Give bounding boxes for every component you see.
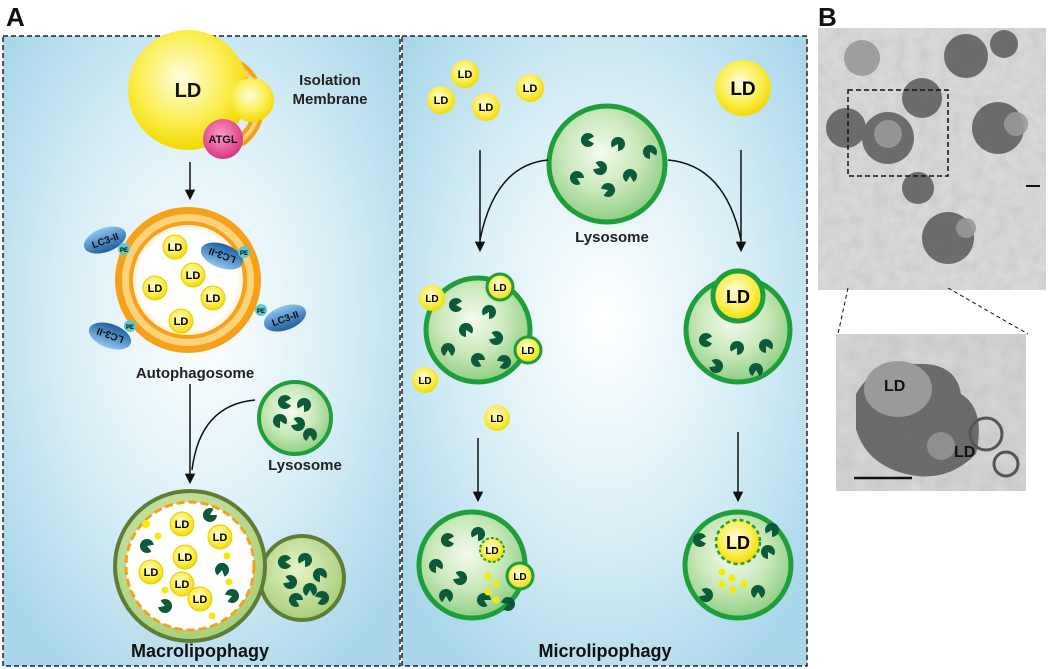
- svg-text:PE: PE: [257, 309, 265, 315]
- svg-text:LD: LD: [458, 69, 473, 81]
- svg-text:LD: LD: [434, 95, 449, 107]
- isolation-label-1: Isolation: [299, 72, 361, 89]
- svg-text:LD: LD: [726, 287, 750, 307]
- free-ld-large: [715, 60, 771, 116]
- lc3-protein-4: LC3-II: [88, 322, 132, 350]
- autolysosome-lds: LD LD LD LD LD LD: [138, 511, 233, 612]
- arrow-lysosome-fusion: [191, 399, 256, 471]
- svg-text:LD: LD: [479, 102, 494, 114]
- lysosome-label-macro: Lysosome: [268, 457, 342, 474]
- lc3-protein-3: LC3-II: [263, 304, 307, 332]
- em-zoom-image: LD LD: [836, 334, 1026, 491]
- arrow-curve-left: [479, 159, 549, 241]
- svg-text:LD: LD: [726, 533, 750, 553]
- svg-text:LD: LD: [174, 316, 189, 328]
- panel-label-b: B: [818, 2, 837, 32]
- svg-text:LD: LD: [193, 594, 208, 606]
- free-lds-small: LD LD LD LD: [427, 60, 544, 121]
- free-ld-large-label: LD: [730, 79, 755, 100]
- svg-text:LD: LD: [178, 552, 193, 564]
- svg-text:PE: PE: [126, 325, 134, 331]
- em-ld-label-1: LD: [884, 378, 906, 395]
- lysosome-label-micro: Lysosome: [575, 229, 649, 246]
- svg-text:LD: LD: [148, 283, 163, 295]
- svg-text:LD: LD: [186, 270, 201, 282]
- isolation-label-2: Membrane: [292, 91, 367, 108]
- ld-label: LD: [175, 80, 202, 102]
- svg-text:LD: LD: [144, 567, 159, 579]
- svg-text:LD: LD: [168, 242, 183, 254]
- svg-text:LD: LD: [425, 294, 438, 305]
- em-ld-label-2: LD: [954, 444, 976, 461]
- svg-text:LD: LD: [493, 283, 506, 294]
- lipophagy-diagram: LD ATGL Isolation Membrane LD LD LD LD L…: [2, 30, 808, 667]
- svg-text:LD: LD: [175, 519, 190, 531]
- lysosome-fused: [258, 534, 346, 622]
- svg-text:PE: PE: [240, 251, 248, 257]
- lysosome-micro: [546, 103, 668, 225]
- svg-text:LD: LD: [175, 579, 190, 591]
- autophagosome-lds: LD LD LD LD LD: [142, 234, 226, 334]
- microlipophagy-title: Microlipophagy: [538, 641, 671, 661]
- svg-text:PE: PE: [120, 248, 128, 254]
- svg-text:LD: LD: [213, 532, 228, 544]
- macrolipophagy-title: Macrolipophagy: [131, 641, 269, 661]
- svg-text:LD: LD: [418, 376, 431, 387]
- atgl-label: ATGL: [208, 134, 237, 146]
- svg-text:LD: LD: [485, 546, 498, 557]
- panel-label-a: A: [6, 2, 25, 32]
- lc3-protein-2: LC3-II: [200, 242, 244, 270]
- svg-text:LD: LD: [523, 83, 538, 95]
- zoom-region-box: [847, 89, 949, 177]
- micro-large-ld-bound: [710, 268, 766, 324]
- svg-text:LD: LD: [490, 414, 503, 425]
- svg-text:LD: LD: [206, 293, 221, 305]
- svg-text:LD: LD: [513, 572, 526, 583]
- micro-small-lds-bound: LD LD LD LD LD: [412, 272, 543, 431]
- zoom-connector-lines: [837, 288, 1029, 335]
- svg-text:LD: LD: [521, 346, 534, 357]
- arrow-curve-right: [667, 159, 742, 241]
- autophagosome-label: Autophagosome: [136, 365, 254, 382]
- em-overview-image: [818, 28, 1046, 290]
- lc3-protein-1: LC3-II: [83, 226, 127, 254]
- atgl-enzyme: [203, 119, 243, 159]
